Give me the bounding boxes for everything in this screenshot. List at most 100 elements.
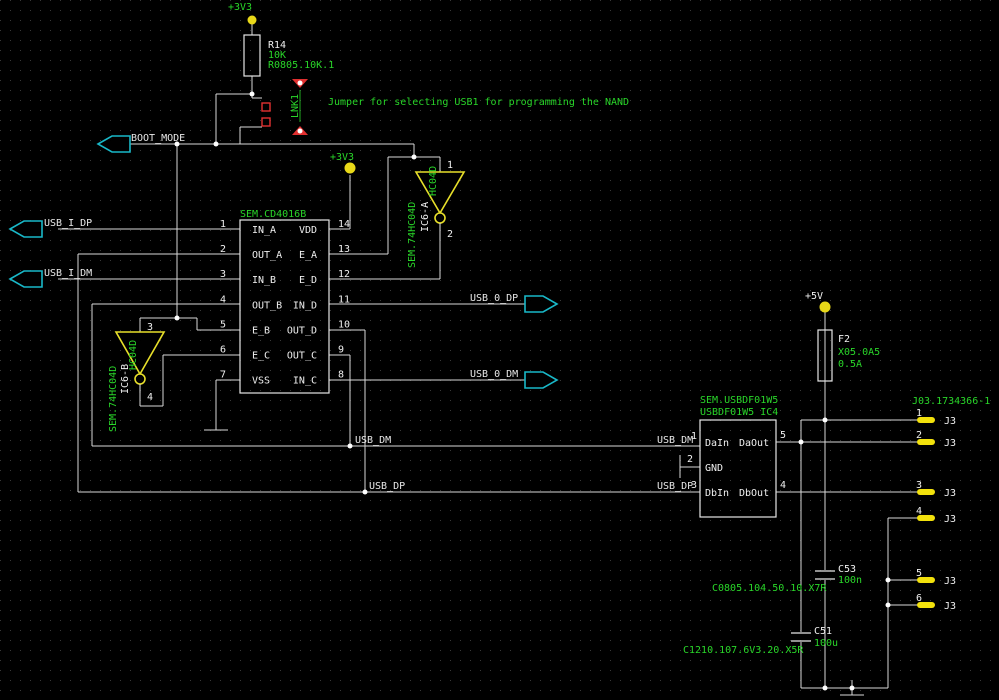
j3-pin-2-num: 2	[916, 430, 922, 441]
net-label-usb-dp-ic: USB_DP	[657, 481, 693, 492]
power-3v3-ic: +3V3	[330, 152, 356, 174]
cd4016b-pin-3-label: IN_B	[252, 275, 276, 286]
inverter-ic6b[interactable]: 3 4 SEM.74HC04D IC6-B HC04D	[108, 322, 166, 432]
c51-ref: C51	[814, 626, 832, 637]
ic4-line2: USBDF01W5 IC4	[700, 407, 778, 418]
j3-pin-6-num: 6	[916, 593, 922, 604]
power-label: +5V	[805, 291, 823, 302]
net-label-usb-dm: USB_DM	[355, 435, 391, 446]
port-usb-0-dm[interactable]: USB_0_DM	[470, 369, 559, 389]
cd4016b-pin-13-label: E_A	[299, 250, 317, 261]
cd4016b-pin-10-label: OUT_D	[287, 325, 317, 336]
j3-pin-5-label: J3	[944, 576, 956, 587]
ic4-pin5-label: DaOut	[739, 438, 769, 449]
ic6b-pin-out: 4	[147, 392, 153, 403]
f2-ref: F2	[838, 334, 850, 345]
j3-pin-1-num: 1	[916, 408, 922, 419]
c53-ref: C53	[838, 564, 856, 575]
ic-cd4016b-name: SEM.CD4016B	[240, 209, 306, 220]
j3-pin-3-num: 3	[916, 480, 922, 491]
ic6a-pin-out: 2	[447, 229, 453, 240]
f2-value: 0.5A	[838, 359, 862, 370]
ic4-pin1-label: DaIn	[705, 438, 729, 449]
c51-value: 100u	[814, 638, 838, 649]
cd4016b-pin-5-label: E_B	[252, 325, 270, 336]
ic4-pin2-label: GND	[705, 463, 723, 474]
cd4016b-pin-1-label: IN_A	[252, 225, 276, 236]
cd4016b-pin-11-label: IN_D	[293, 300, 317, 311]
ic4-pin3-num: 3	[691, 480, 697, 491]
ic4-pin3-label: DbIn	[705, 488, 729, 499]
capacitor-c51[interactable]: C51 100u C1210.107.6V3.20.X5R	[683, 626, 838, 656]
ic6a-val: HC04D	[428, 166, 439, 196]
cd4016b-pin-8-label: IN_C	[293, 376, 317, 387]
cd4016b-pin-10-num: 10	[338, 319, 350, 330]
ic6a-ref: IC6-A	[420, 202, 431, 232]
c51-footprint: C1210.107.6V3.20.X5R	[683, 645, 804, 656]
port-usb-i-dp[interactable]: USB_I_DP	[8, 218, 92, 238]
port-boot-mode[interactable]: BOOT_MODE	[96, 133, 185, 153]
resistor-r14[interactable]: R14 10K R0805.10K.1	[243, 34, 334, 77]
r14-ref: R14	[268, 40, 286, 51]
net-label-usb-i-dp: USB_I_DP	[44, 218, 92, 229]
cd4016b-pin-7-label: VSS	[252, 376, 270, 387]
jumper-lnk1[interactable]: LNK1 Jumper for selecting USB1 for progr…	[261, 79, 629, 135]
ic6b-part: SEM.74HC04D	[108, 366, 119, 432]
ic4-part: SEM.USBDF01W5	[700, 395, 778, 406]
ic-usbdf01w5[interactable]: SEM.USBDF01W5 USBDF01W5 IC4 1 2 3 5 4 Da…	[687, 395, 786, 518]
ic4-pin4-label: DbOut	[739, 488, 769, 499]
net-label-usb-0-dm: USB_0_DM	[470, 369, 518, 380]
j3-pin-4-label: J3	[944, 514, 956, 525]
power-5v: +5V	[805, 291, 831, 313]
j3-pin-4-num: 4	[916, 506, 922, 517]
cd4016b-pin-5-num: 5	[220, 319, 226, 330]
ic4-pin2-num: 2	[687, 454, 693, 465]
ic6b-pin-in: 3	[147, 322, 153, 333]
fuse-f2[interactable]: F2 X05.0A5 0.5A	[817, 329, 880, 382]
j3-pin-1-label: J3	[944, 416, 956, 427]
power-label: +3V3	[330, 152, 354, 163]
j3-part: J03.1734366-1	[912, 396, 990, 407]
inverter-ic6a[interactable]: 1 2 SEM.74HC04D IC6-A HC04D	[407, 160, 466, 268]
cd4016b-pin-7-num: 7	[220, 370, 226, 381]
power-3v3-top: +3V3	[228, 2, 257, 25]
cd4016b-pin-13-num: 13	[338, 244, 350, 255]
cd4016b-pin-12-label: E_D	[299, 275, 317, 286]
cd4016b-pin-3-num: 3	[220, 269, 226, 280]
cd4016b-pin-2-label: OUT_A	[252, 250, 282, 261]
r14-value: 10K	[268, 50, 286, 61]
jumper-bottom-icon	[292, 126, 308, 135]
c53-value: 100n	[838, 575, 862, 586]
c53-footprint: C0805.104.50.10.X7R	[712, 583, 827, 594]
cd4016b-pin-6-label: E_C	[252, 351, 270, 362]
cd4016b-pin-9-num: 9	[338, 345, 344, 356]
cd4016b-pin-4-num: 4	[220, 294, 226, 305]
net-label-usb-i-dm: USB_I_DM	[44, 268, 92, 279]
junction-dots	[174, 91, 891, 691]
cd4016b-pin-14-label: VDD	[299, 225, 317, 236]
j3-pin-2-label: J3	[944, 438, 956, 449]
power-label: +3V3	[228, 2, 252, 13]
port-usb-i-dm[interactable]: USB_I_DM	[8, 268, 92, 288]
ic6a-pin-in: 1	[447, 160, 453, 171]
ic4-pin4-num: 4	[780, 480, 786, 491]
cd4016b-pin-11-num: 11	[338, 294, 350, 305]
net-label-usb-dm-ic: USB_DM	[657, 435, 693, 446]
ic4-pin5-num: 5	[780, 430, 786, 441]
cd4016b-pin-2-num: 2	[220, 244, 226, 255]
port-usb-0-dp[interactable]: USB_0_DP	[470, 293, 559, 313]
ic-cd4016b[interactable]: SEM.CD4016B 1IN_A2OUT_A3IN_B4OUT_B5E_B6E…	[220, 209, 350, 394]
cd4016b-pin-4-label: OUT_B	[252, 300, 282, 311]
f2-footprint: X05.0A5	[838, 347, 880, 358]
ic6b-val: HC04D	[128, 340, 139, 370]
net-label-usb-0-dp: USB_0_DP	[470, 293, 518, 304]
j3-pin-5-num: 5	[916, 568, 922, 579]
cd4016b-pin-1-num: 1	[220, 219, 226, 230]
cd4016b-pin-6-num: 6	[220, 345, 226, 356]
cd4016b-pin-12-num: 12	[338, 269, 350, 280]
capacitor-c53[interactable]: C53 100n C0805.104.50.10.X7R	[712, 564, 862, 594]
ic6b-ref: IC6-B	[120, 364, 131, 394]
